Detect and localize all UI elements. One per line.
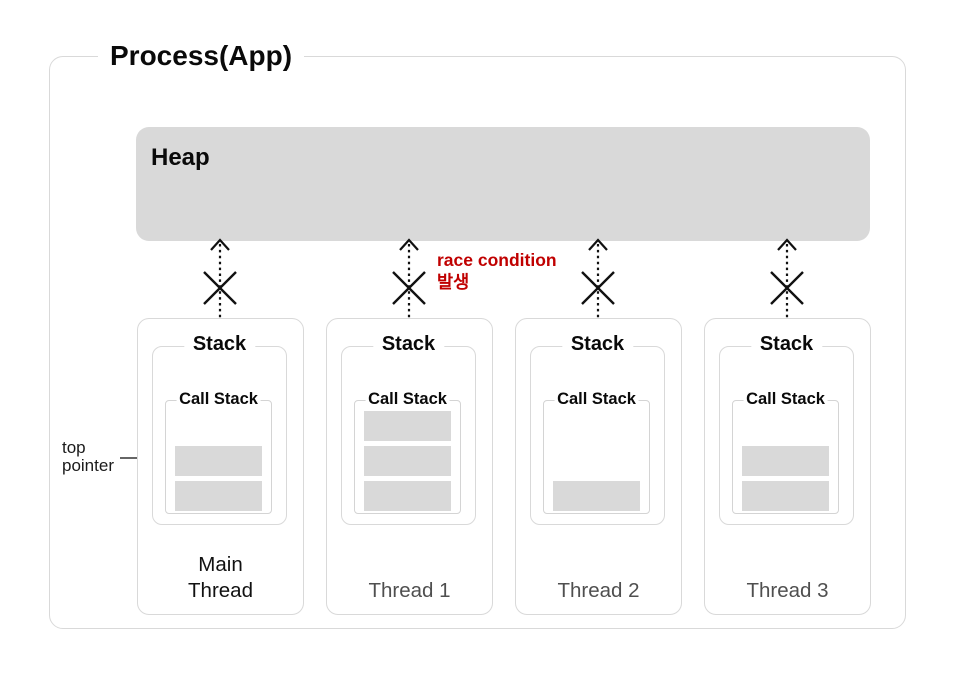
stack-box: Stack Call Stack <box>530 333 665 525</box>
call-stack-title: Call Stack <box>554 390 639 409</box>
call-stack-box: Call Stack <box>165 390 272 514</box>
stack-title: Stack <box>183 333 256 356</box>
thread-name: Thread 3 <box>746 579 829 602</box>
race-condition-line2: 발생 <box>437 272 470 292</box>
top-pointer-line1: top <box>62 438 86 457</box>
call-stack-title: Call Stack <box>176 390 261 409</box>
x-mark-icon <box>203 271 237 305</box>
stack-frame <box>175 481 262 511</box>
heap-connector-main-thread <box>203 238 237 335</box>
stack-frame <box>553 481 640 511</box>
arrow-up-icon <box>588 238 608 251</box>
call-stack-title: Call Stack <box>743 390 828 409</box>
process-title: Process(App) <box>98 38 305 74</box>
heap-label: Heap <box>151 144 210 171</box>
thread-box-thread-1: Stack Call Stack Thread 1 <box>326 318 493 615</box>
heap-connector-thread-2 <box>581 238 615 335</box>
thread-box-thread-2: Stack Call Stack Thread 2 <box>515 318 682 615</box>
call-stack-box: Call Stack <box>354 390 461 514</box>
stack-box: Stack Call Stack <box>341 333 476 525</box>
stack-frame <box>742 446 829 476</box>
x-mark-icon <box>581 271 615 305</box>
heap-box: Heap <box>136 127 870 241</box>
top-pointer-label: top pointer <box>62 439 114 474</box>
stack-title: Stack <box>750 333 823 356</box>
race-condition-line1: race condition <box>437 250 557 270</box>
x-mark-icon <box>770 271 804 305</box>
heap-connector-thread-3 <box>770 238 804 335</box>
call-stack-box: Call Stack <box>732 390 839 514</box>
arrow-up-icon <box>210 238 230 251</box>
stack-frame <box>175 446 262 476</box>
arrow-up-icon <box>399 238 419 251</box>
stack-box: Stack Call Stack <box>719 333 854 525</box>
stack-frame <box>364 446 451 476</box>
process-boundary <box>49 56 906 629</box>
x-mark-icon <box>392 271 426 305</box>
stack-title: Stack <box>561 333 634 356</box>
heap-connector-thread-1 <box>392 238 426 335</box>
call-stack-box: Call Stack <box>543 390 650 514</box>
call-stack-title: Call Stack <box>365 390 450 409</box>
thread-name: Thread 2 <box>557 579 640 602</box>
call-stack-frames <box>355 401 460 513</box>
top-pointer-line2: pointer <box>62 455 114 475</box>
stack-frame <box>364 481 451 511</box>
call-stack-frames <box>166 401 271 513</box>
arrow-up-icon <box>777 238 797 251</box>
race-condition-note: race condition 발생 <box>437 249 557 293</box>
stack-frame <box>742 481 829 511</box>
thread-name: Thread 1 <box>368 579 451 602</box>
call-stack-frames <box>733 401 838 513</box>
stack-title: Stack <box>372 333 445 356</box>
thread-name: Main Thread <box>188 553 253 602</box>
thread-box-main-thread: Stack Call Stack Main Thread <box>137 318 304 615</box>
stack-frame <box>364 411 451 441</box>
thread-box-thread-3: Stack Call Stack Thread 3 <box>704 318 871 615</box>
stack-box: Stack Call Stack <box>152 333 287 525</box>
call-stack-frames <box>544 401 649 513</box>
